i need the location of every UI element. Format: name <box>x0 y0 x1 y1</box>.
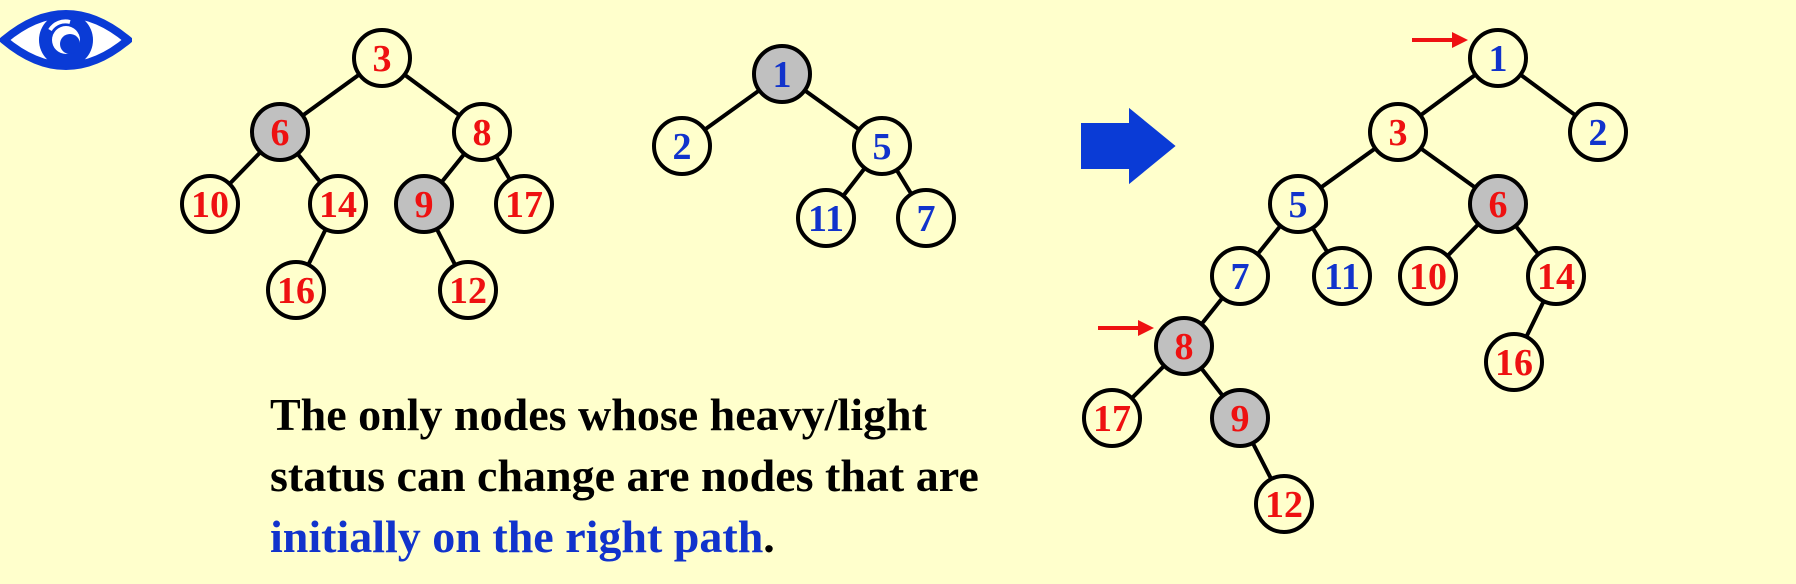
node-key-label: 12 <box>1265 484 1303 526</box>
heavy-node-circle <box>752 44 812 104</box>
node-key-label: 8 <box>1175 326 1194 368</box>
heap-a-node-16: 16 <box>266 260 326 320</box>
heavy-node-circle <box>394 174 454 234</box>
node-key-label: 1 <box>773 54 792 96</box>
node-key-label: 6 <box>271 112 290 154</box>
node-key-label: 10 <box>1409 256 1447 298</box>
merged-node-8: 8 <box>1154 316 1214 376</box>
heap-b-node-2: 2 <box>652 116 712 176</box>
node-key-label: 17 <box>505 184 543 226</box>
heap-b-node-5: 5 <box>852 116 912 176</box>
node-key-label: 3 <box>1389 112 1408 154</box>
red-pointer-arrow-icon <box>1412 32 1468 48</box>
node-key-label: 11 <box>1324 256 1360 298</box>
light-node-circle <box>438 260 498 320</box>
merged-node-16: 16 <box>1484 332 1544 392</box>
merged-node-14: 14 <box>1526 246 1586 306</box>
node-key-label: 6 <box>1489 184 1508 226</box>
heavy-node-circle <box>1468 174 1528 234</box>
note-end: . <box>763 511 775 562</box>
merged-node-7: 7 <box>1210 246 1270 306</box>
node-key-label: 10 <box>191 184 229 226</box>
merged-node-6: 6 <box>1468 174 1528 234</box>
merged-node-11: 11 <box>1312 246 1372 306</box>
note-line-2: status can change are nodes that are <box>270 450 979 501</box>
merged-node-9: 9 <box>1210 388 1270 448</box>
node-key-label: 5 <box>1289 184 1308 226</box>
heap-a-node-14: 14 <box>308 174 368 234</box>
light-node-circle <box>1082 388 1142 448</box>
light-node-circle <box>1268 174 1328 234</box>
heap-b-node-11: 11 <box>796 188 856 248</box>
light-node-circle <box>852 116 912 176</box>
node-key-label: 16 <box>277 270 315 312</box>
light-node-circle <box>896 188 956 248</box>
node-key-label: 14 <box>1537 256 1575 298</box>
light-node-circle <box>1254 474 1314 534</box>
light-node-circle <box>652 116 712 176</box>
light-node-circle <box>308 174 368 234</box>
heap-a-node-6: 6 <box>250 102 310 162</box>
heap-a-node-17: 17 <box>494 174 554 234</box>
merged-node-1: 1 <box>1468 28 1528 88</box>
light-node-circle <box>352 28 412 88</box>
note-highlight: initially on the right path <box>270 511 764 562</box>
light-node-circle <box>452 102 512 162</box>
merged-node-5: 5 <box>1268 174 1328 234</box>
light-node-circle <box>1368 102 1428 162</box>
merge-right-arrow-icon <box>1081 107 1176 185</box>
node-key-label: 1 <box>1489 38 1508 80</box>
light-node-circle <box>1312 246 1372 306</box>
node-key-label: 12 <box>449 270 487 312</box>
light-node-circle <box>1568 102 1628 162</box>
note-line-1: The only nodes whose heavy/light <box>270 389 927 440</box>
heavy-node-circle <box>250 102 310 162</box>
light-node-circle <box>1210 246 1270 306</box>
node-key-label: 8 <box>473 112 492 154</box>
light-node-circle <box>1484 332 1544 392</box>
node-key-label: 3 <box>373 38 392 80</box>
heavy-node-circle <box>1154 316 1214 376</box>
light-node-circle <box>494 174 554 234</box>
heavy-node-circle <box>1210 388 1270 448</box>
heap-b-node-7: 7 <box>896 188 956 248</box>
node-key-label: 11 <box>808 198 844 240</box>
merged-node-17: 17 <box>1082 388 1142 448</box>
red-pointer-arrow-icon <box>1098 320 1154 336</box>
pointers-layer <box>1098 32 1468 336</box>
heap-b-node-1: 1 <box>752 44 812 104</box>
merged-node-12: 12 <box>1254 474 1314 534</box>
node-key-label: 5 <box>873 126 892 168</box>
node-key-label: 2 <box>1589 112 1608 154</box>
node-key-label: 14 <box>319 184 357 226</box>
heap-a-node-3: 3 <box>352 28 412 88</box>
light-node-circle <box>796 188 856 248</box>
node-key-label: 7 <box>1231 256 1250 298</box>
heap-a-node-8: 8 <box>452 102 512 162</box>
node-key-label: 17 <box>1093 398 1131 440</box>
node-key-label: 9 <box>1231 398 1250 440</box>
merged-node-2: 2 <box>1568 102 1628 162</box>
heap-a-node-12: 12 <box>438 260 498 320</box>
light-node-circle <box>180 174 240 234</box>
heap-a-node-10: 10 <box>180 174 240 234</box>
node-key-label: 7 <box>917 198 936 240</box>
node-key-label: 16 <box>1495 342 1533 384</box>
heap-a-node-9: 9 <box>394 174 454 234</box>
light-node-circle <box>1526 246 1586 306</box>
node-key-label: 2 <box>673 126 692 168</box>
node-key-label: 9 <box>415 184 434 226</box>
light-node-circle <box>1398 246 1458 306</box>
note-text: The only nodes whose heavy/light status … <box>270 384 1070 567</box>
light-node-circle <box>1468 28 1528 88</box>
merged-node-3: 3 <box>1368 102 1428 162</box>
eye-icon <box>0 10 132 70</box>
merged-node-10: 10 <box>1398 246 1458 306</box>
light-node-circle <box>266 260 326 320</box>
